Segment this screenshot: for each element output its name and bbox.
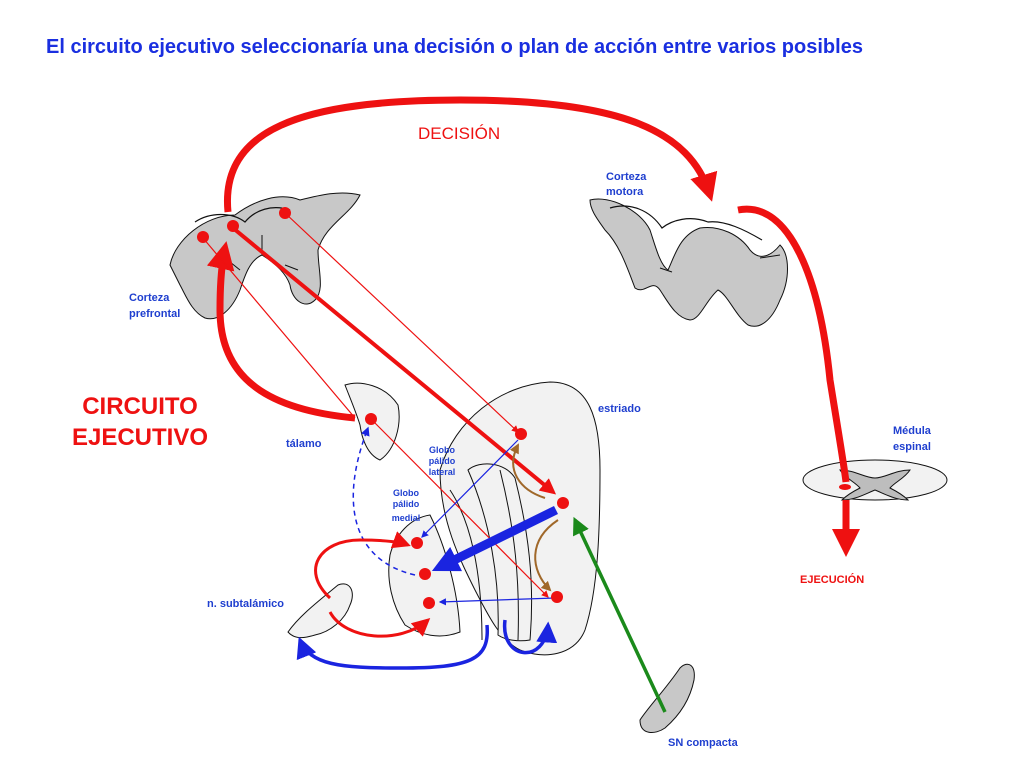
striatum-gpl-blue-line: [421, 439, 519, 538]
stn-gpm-red-loop-2: [328, 611, 431, 638]
label-sn-compacta: SN compacta: [668, 737, 739, 749]
node-gpm-3: [423, 597, 435, 609]
node-thalamus: [365, 413, 377, 425]
spinal-cord-shape: [802, 459, 948, 501]
label-circuit-2: EJECUTIVO: [72, 424, 208, 451]
node-gpm-1: [411, 537, 423, 549]
node-striatum-2: [557, 497, 569, 509]
label-striatum: estriado: [598, 403, 641, 415]
thalamus-striatum-line: [371, 419, 549, 598]
label-decision: DECISIÓN: [418, 124, 500, 143]
node-prefrontal-2: [227, 220, 239, 232]
label-circuit-1: CIRCUITO: [82, 393, 198, 420]
label-subthalamic: n. subtalámico: [207, 598, 284, 610]
cortex-striatum-line-1: [202, 237, 356, 419]
node-prefrontal-3: [279, 207, 291, 219]
label-gp-medial-3: medial: [392, 513, 421, 523]
label-gp-lateral-3: lateral: [429, 467, 456, 477]
decision-arrow: [223, 96, 718, 213]
label-prefrontal-1: Corteza: [129, 292, 170, 304]
label-spinal-2: espinal: [893, 441, 931, 453]
striatum-brown-loop-1: [509, 443, 546, 499]
striatum-brown-loop-2: [534, 519, 559, 592]
node-gpm-2: [419, 568, 431, 580]
cortex-striatum-line-2: [284, 212, 519, 433]
gp-lateral-shape: [467, 463, 533, 642]
page-title: El circuito ejecutivo seleccionaría una …: [46, 36, 863, 58]
cortex-striatum-thick: [231, 226, 557, 495]
sn-striatum-green-arrow: [573, 516, 667, 713]
striatum-gpm-blue-line: [438, 597, 556, 606]
label-gp-medial-1: Globo: [393, 488, 419, 498]
motor-descending-arrow: [737, 205, 850, 483]
thalamus-to-cortex-arrow: [206, 241, 356, 422]
label-gp-medial-2: pálido: [393, 499, 420, 509]
stn-gpm-red-loop: [314, 531, 411, 600]
striatum-gpm-thick-arrow: [431, 505, 558, 572]
gpm-thalamus-dashed-arrow: [352, 426, 416, 576]
label-gp-lateral-1: Globo: [429, 445, 455, 455]
sn-compacta-shape: [639, 663, 695, 733]
node-striatum-1: [515, 428, 527, 440]
motor-cortex-shape: [589, 198, 788, 327]
label-prefrontal-2: prefrontal: [129, 308, 180, 320]
label-thalamus: tálamo: [286, 438, 322, 450]
gpl-stn-blue-loop: [296, 624, 490, 670]
label-gp-lateral-2: pálido: [429, 456, 456, 466]
node-striatum-3: [551, 591, 563, 603]
subthalamic-nucleus-shape: [287, 583, 353, 639]
gpl-blue-loop-small: [502, 619, 558, 655]
label-spinal-1: Médula: [893, 425, 932, 437]
node-prefrontal-1: [197, 231, 209, 243]
label-motor-cortex-1: Corteza: [606, 171, 647, 183]
label-execution: EJECUCIÓN: [800, 573, 864, 586]
label-motor-cortex-2: motora: [606, 186, 644, 198]
